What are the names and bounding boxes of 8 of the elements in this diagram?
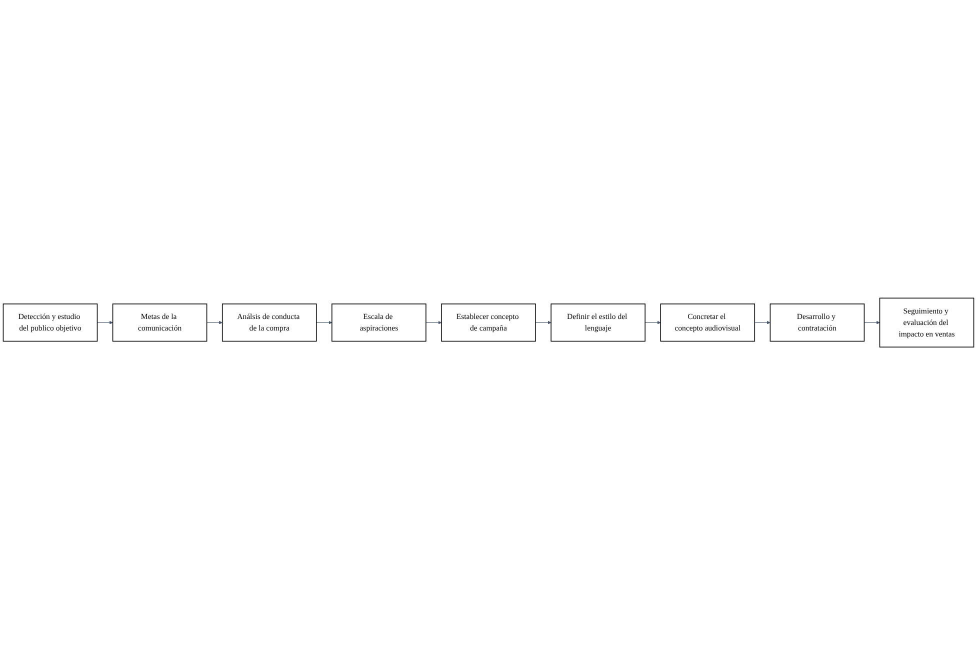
arrow (96, 321, 113, 325)
arrow (316, 321, 332, 325)
arrow (644, 321, 661, 325)
arrow (206, 321, 222, 325)
arrow (864, 321, 880, 325)
arrow (754, 321, 770, 325)
arrow (426, 321, 442, 325)
arrow (535, 321, 552, 325)
